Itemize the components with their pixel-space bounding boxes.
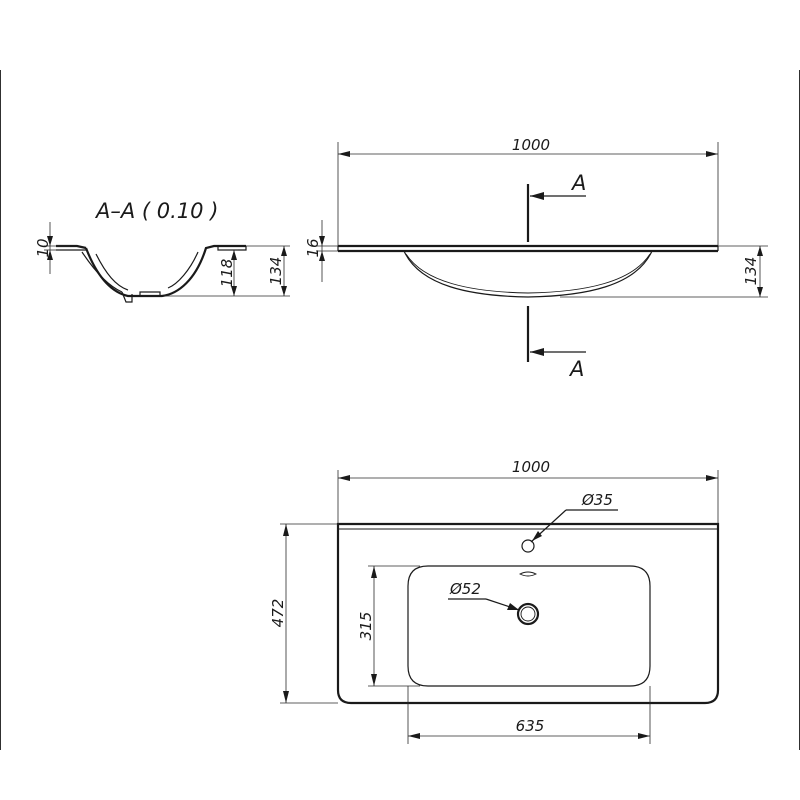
section-mark-top: A [570,171,586,195]
section-mark-bottom: A [568,357,584,381]
section-cut-top: A [526,171,586,242]
front-dim-rim: 16 [304,220,338,282]
top-dim-bowl-depth-label: 315 [357,612,375,641]
top-outline [336,522,720,705]
front-dim-height: 134 [560,245,768,298]
dim-rim-label: 10 [34,238,52,257]
drain-hole: Ø52 [448,580,540,626]
front-view: 1000 16 134 A [304,136,768,381]
tap-hole-circle [521,539,535,553]
section-cut-bottom: A [526,306,586,381]
top-dim-bowl-width: 635 [407,686,651,744]
dim-rim-10: 10 [34,222,70,274]
drain-hole-label: Ø52 [449,580,481,598]
dim-total-134: 134 [238,245,290,297]
top-dim-width-label: 1000 [512,458,550,476]
tap-hole: Ø35 [521,491,618,553]
tap-hole-label: Ø35 [581,491,613,509]
section-view: A–A ( 0.10 ) 10 [34,199,290,303]
top-view: Ø35 Ø52 1000 472 [269,458,720,744]
section-title: A–A ( 0.10 ) [94,199,218,223]
drain-hole-circle [516,602,540,626]
front-dim-height-label: 134 [742,257,760,286]
dim-bowl-118: 118 [164,249,238,297]
front-dim-rim-label: 16 [304,238,322,257]
drawing-frame [0,70,800,750]
front-dim-width: 1000 [337,136,719,246]
front-dim-width-label: 1000 [512,136,550,154]
top-dim-depth: 472 [269,523,338,704]
front-outline [337,244,719,298]
dim-total-label: 134 [267,257,285,286]
top-dim-bowl-width-label: 635 [516,717,545,735]
top-dim-depth-label: 472 [269,599,287,628]
top-dim-width: 1000 [337,458,719,524]
top-dim-bowl-depth: 315 [357,565,420,687]
dim-bowl-label: 118 [218,259,236,288]
